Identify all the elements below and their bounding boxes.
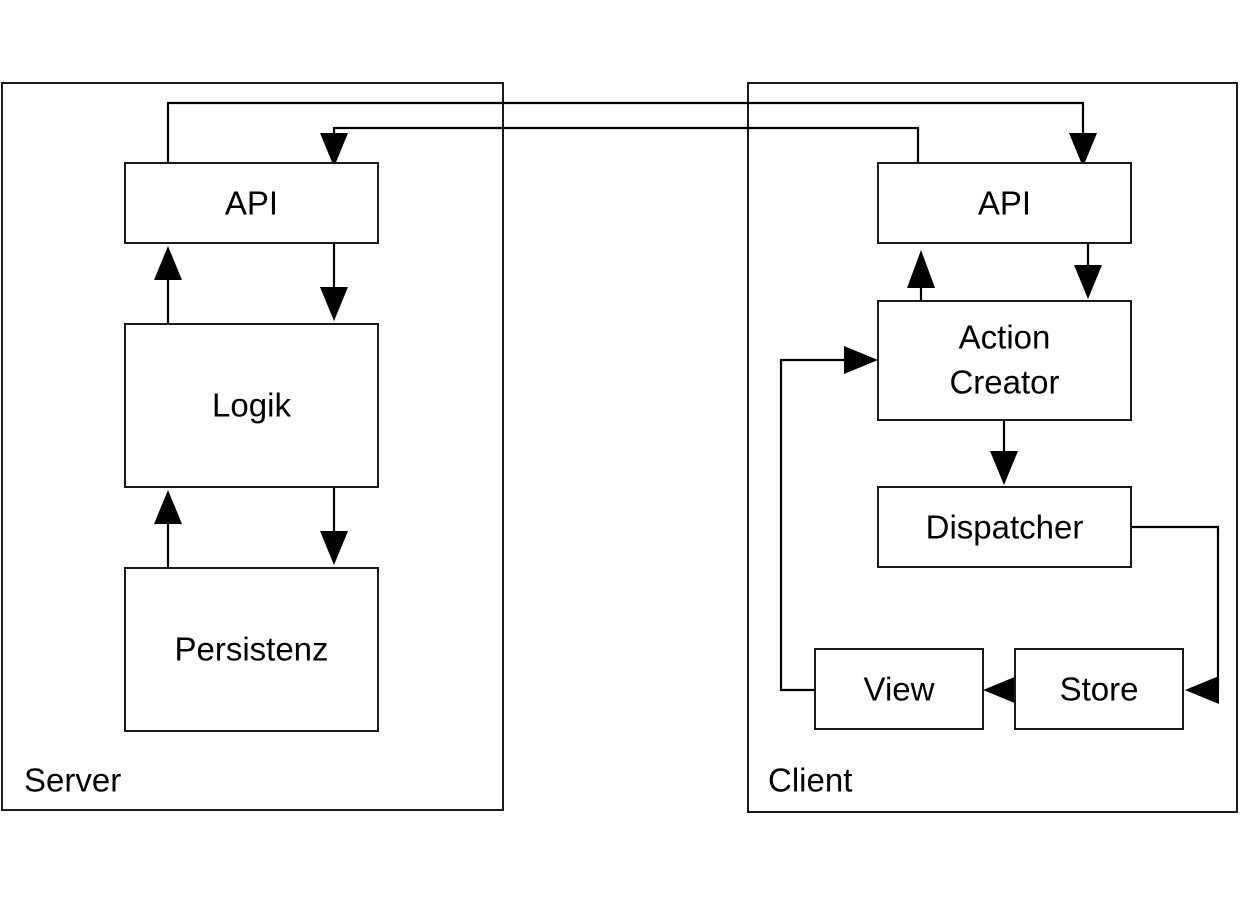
node-client-action-creator[interactable]: Action Creator: [877, 300, 1132, 421]
client-api-label: API: [978, 185, 1031, 222]
arrowhead-down: [1074, 265, 1102, 299]
edge-path: [779, 358, 848, 692]
node-server-logik[interactable]: Logik: [124, 323, 379, 488]
edge-server-persistenz-to-server-logik: [154, 490, 182, 568]
server-persistenz-rect[interactable]: [124, 567, 379, 732]
edge-server-api-to-client-api: [166, 101, 1097, 167]
arrowhead-down: [990, 451, 1018, 485]
edge-client-action-creator-to-client-api: [907, 250, 935, 301]
arrowhead-up: [154, 246, 182, 280]
node-server-api[interactable]: API: [124, 162, 379, 244]
client-view-label: View: [864, 671, 935, 708]
edge-path: [166, 101, 1085, 163]
client-api-rect[interactable]: [877, 162, 1132, 244]
edge-dispatcher-to-store: [1131, 525, 1220, 704]
client-action-creator-label-line1: Action: [959, 319, 1051, 356]
edge-client-api-to-client-action-creator: [1074, 243, 1102, 299]
edge-server-logik-to-server-api: [154, 246, 182, 324]
edge-server-logik-to-server-persistenz: [320, 487, 348, 565]
client-dispatcher-label: Dispatcher: [926, 509, 1084, 546]
client-container-label: Client: [768, 762, 852, 799]
node-client-api[interactable]: API: [877, 162, 1132, 244]
arrowhead-left: [1185, 676, 1219, 704]
server-container-label: Server: [24, 762, 121, 799]
arrowhead-down: [320, 287, 348, 321]
arrowhead-right: [844, 346, 878, 374]
arrowhead-down: [1069, 133, 1097, 167]
client-dispatcher-rect[interactable]: [877, 486, 1132, 568]
arrowhead-left: [983, 676, 1017, 704]
server-api-rect[interactable]: [124, 162, 379, 244]
edge-client-api-to-server-api: [320, 126, 920, 167]
server-persistenz-label: Persistenz: [174, 631, 328, 668]
edge-server-api-to-server-logik: [320, 243, 348, 321]
node-client-view[interactable]: View: [814, 648, 984, 730]
client-view-rect[interactable]: [814, 648, 984, 730]
server-logik-rect[interactable]: [124, 323, 379, 488]
edge-client-action-creator-to-dispatcher: [990, 420, 1018, 485]
arrowhead-down: [320, 531, 348, 565]
arrowhead-up: [154, 490, 182, 524]
client-action-creator-rect[interactable]: [877, 300, 1132, 421]
server-api-label: API: [225, 185, 278, 222]
client-store-rect[interactable]: [1014, 648, 1184, 730]
node-client-dispatcher[interactable]: Dispatcher: [877, 486, 1132, 568]
client-action-creator-label-line2: Creator: [949, 364, 1059, 401]
server-logik-label: Logik: [212, 387, 291, 424]
arrowhead-down: [320, 133, 348, 167]
edge-store-to-view: [983, 676, 1017, 704]
arrowhead-up: [907, 250, 935, 288]
node-server-persistenz[interactable]: Persistenz: [124, 567, 379, 732]
edge-view-to-action-creator: [779, 346, 878, 692]
node-client-store[interactable]: Store: [1014, 648, 1184, 730]
client-store-label: Store: [1060, 671, 1139, 708]
